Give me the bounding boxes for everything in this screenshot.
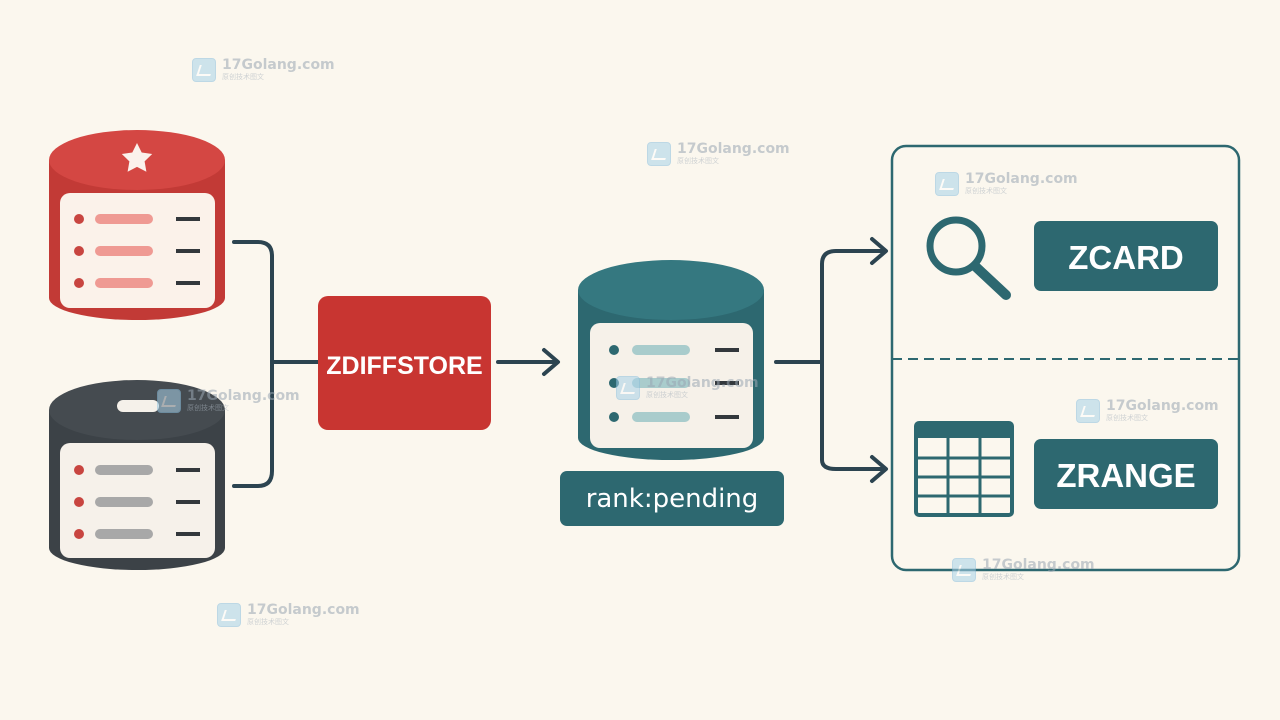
search-icon xyxy=(926,216,1011,300)
arrow-to-result xyxy=(496,348,560,376)
result-key-badge: rank:pending xyxy=(560,471,784,526)
source-set-dark xyxy=(49,380,225,570)
zdiffstore-label: ZDIFFSTORE xyxy=(326,352,482,380)
source-set-starred xyxy=(49,130,225,320)
slot-icon xyxy=(117,400,159,412)
table-icon xyxy=(914,421,1014,517)
result-key-label: rank:pending xyxy=(586,484,759,514)
list-rows xyxy=(74,214,200,288)
zrange-label: ZRANGE xyxy=(1056,457,1195,494)
zcard-command-box: ZCARD xyxy=(1034,221,1218,291)
merge-connector xyxy=(232,240,320,488)
zdiffstore-box: ZDIFFSTORE xyxy=(318,296,491,430)
commands-panel: ZCARD ZRANGE xyxy=(890,144,1241,572)
zcard-label: ZCARD xyxy=(1068,239,1183,276)
result-set xyxy=(578,260,764,460)
list-rows xyxy=(74,465,200,539)
split-connector xyxy=(774,237,888,483)
star-icon xyxy=(121,143,153,172)
list-rows xyxy=(609,345,739,422)
zrange-command-box: ZRANGE xyxy=(1034,439,1218,509)
